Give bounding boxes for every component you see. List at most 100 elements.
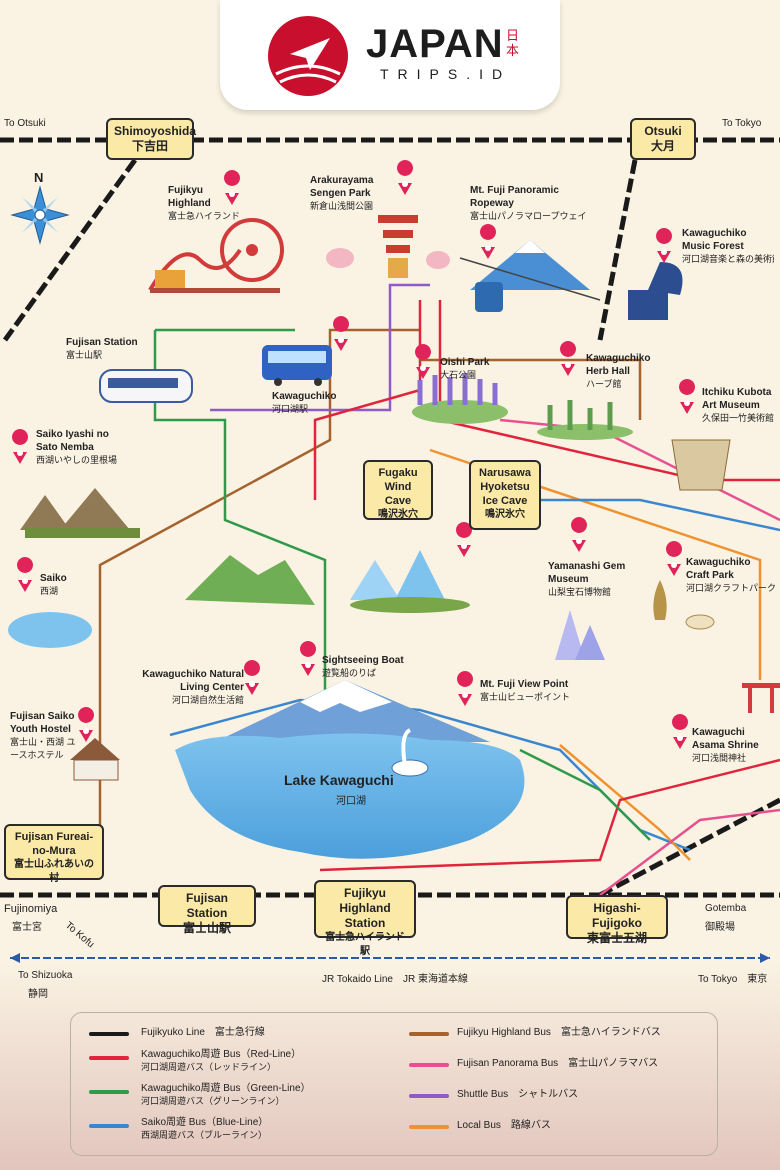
place-sightseeing-boat[interactable]: Sightseeing Boat 遊覧船のりば [322, 654, 422, 680]
brand-logo[interactable]: JAPAN 日本 TRIPS.ID [220, 0, 560, 110]
legend-swatch-red-line [89, 1056, 129, 1060]
place-saiko[interactable]: Saiko 西湖 [40, 572, 90, 598]
station-fugaku-en: Fugaku Wind Cave [378, 467, 418, 507]
lavender-field-illustration [412, 373, 508, 424]
swan-boat-icon [391, 728, 429, 777]
legend: Fujikyuko Line 富士急行線 Kawaguchiko周遊 Bus（R… [70, 1012, 718, 1156]
place-oishi-park[interactable]: Oishi Park 大石公園 [440, 356, 500, 382]
legend-panorama-en: Fujisan Panorama Bus [457, 1058, 559, 1069]
place-panoramic-ropeway[interactable]: Mt. Fuji Panoramic Ropeway 富士山パノラマロープウェイ [470, 184, 590, 223]
station-higashi-fujigoko[interactable]: Higashi-Fujigoko 東富士五湖 [566, 895, 668, 945]
station-shimoyoshida[interactable]: Shimoyoshida 下吉田 [106, 118, 197, 160]
to-tokyo-top-label: To Tokyo [722, 118, 762, 129]
pagoda-illustration [326, 215, 450, 278]
place-music-forest-jp: 河口湖音楽と森の美術館 [682, 254, 774, 264]
brand-subtitle: TRIPS.ID [380, 66, 512, 82]
place-arakurayama[interactable]: Arakurayama Sengen Park 新倉山浅間公園 [310, 174, 398, 213]
station-narusawa-ice-cave[interactable]: Narusawa Hyoketsu Ice Cave 鳴沢氷穴 [469, 460, 541, 530]
place-kawaguchiko[interactable]: Kawaguchiko 河口湖駅 [272, 390, 352, 416]
place-youth-hostel-jp: 富士山・西湖 ユースホステル [10, 737, 76, 760]
station-highland-jp: 富士急ハイランド駅 [325, 932, 405, 957]
legend-fujikyuko-jp: 富士急行線 [214, 1027, 265, 1038]
place-sightseeing-boat-en: Sightseeing Boat [322, 655, 404, 666]
place-natural-living-center[interactable]: Kawaguchiko Natural Living Center 河口湖自然生… [138, 668, 244, 707]
gramophone-illustration [628, 262, 683, 320]
station-fugaku-wind-cave[interactable]: Fugaku Wind Cave 鳴沢氷穴 [363, 460, 433, 520]
station-fureai-no-mura[interactable]: Fujisan Fureai-no-Mura 富士山ふれあいの村 [4, 824, 104, 884]
place-kawaguchiko-en: Kawaguchiko [272, 391, 337, 402]
place-itchiku-en: Itchiku Kubota Art Museum [702, 387, 772, 411]
lake-kawaguchi-title: Lake Kawaguchi [284, 772, 394, 788]
place-craft-park[interactable]: Kawaguchiko Craft Park 河口湖クラフトパーク [686, 556, 776, 595]
to-tokyo-bottom-label: To Tokyo 東京 [698, 974, 768, 985]
place-music-forest[interactable]: Kawaguchiko Music Forest 河口湖音楽と森の美術館 [682, 227, 774, 266]
bottom-band [0, 960, 780, 1170]
place-sightseeing-boat-jp: 遊覧船のりば [322, 668, 377, 678]
legend-swatch-local-bus [409, 1125, 449, 1129]
place-saiko-jp: 西湖 [40, 586, 59, 596]
legend-item-fujikyuko: Fujikyuko Line 富士急行線 [141, 1027, 265, 1039]
place-oishi-en: Oishi Park [440, 357, 490, 368]
place-view-point[interactable]: Mt. Fuji View Point 富士山ビューポイント [480, 678, 570, 704]
place-asama-shrine-jp: 河口浅間神社 [692, 753, 747, 763]
mount-fuji-illustration [215, 680, 490, 742]
youth-hostel-illustration [70, 738, 120, 781]
legend-highland-en: Fujikyu Highland Bus [457, 1027, 551, 1038]
legend-swatch-panorama-bus [409, 1063, 449, 1067]
place-asama-shrine[interactable]: Kawaguchi Asama Shrine 河口浅間神社 [692, 726, 772, 765]
compass-icon [10, 185, 70, 245]
place-youth-hostel[interactable]: Fujisan Saiko Youth Hostel 富士山・西湖 ユースホステ… [10, 710, 76, 762]
place-arakurayama-jp: 新倉山浅間公園 [310, 201, 374, 211]
place-saiko-iyashi[interactable]: Saiko Iyashi no Sato Nemba 西湖いやしの里根場 [36, 428, 122, 467]
place-yamanashi-gem[interactable]: Yamanashi Gem Museum 山梨宝石博物館 [548, 560, 628, 599]
place-fujikyu-highland-jp: 富士急ハイランド [168, 211, 240, 221]
station-fujikyu-highland[interactable]: Fujikyu Highland Station 富士急ハイランド駅 [314, 880, 416, 957]
station-fujisan-en: Fujisan Station [185, 891, 228, 920]
legend-green-en: Kawaguchiko周遊 Bus（Green-Line） [141, 1083, 311, 1094]
place-fujisan-station[interactable]: Fujisan Station 富士山駅 [66, 336, 156, 362]
herb-garden-illustration [537, 400, 633, 440]
bus-illustration [262, 345, 332, 386]
station-fureai-en: Fujisan Fureai-no-Mura [14, 831, 94, 857]
legend-highland-jp: 富士急ハイランドバス [560, 1027, 661, 1038]
place-arakurayama-en: Arakurayama Sengen Park [310, 175, 374, 199]
brand-name: JAPAN [366, 22, 504, 66]
station-narusawa-en: Narusawa Hyoketsu Ice Cave [479, 467, 531, 507]
station-fujisan[interactable]: Fujisan Station 富士山駅 [158, 885, 256, 935]
place-fujikyu-highland-en: Fujikyu Highland [168, 185, 211, 209]
to-shizuoka-jp-label: 静岡 [28, 989, 48, 1000]
place-view-point-jp: 富士山ビューポイント [480, 692, 571, 702]
lake-kawaguchi [175, 733, 525, 859]
legend-shuttle-jp: シャトルバス [518, 1089, 579, 1100]
to-shizuoka-label: To Shizuoka [18, 970, 73, 981]
station-shimoyoshida-en: Shimoyoshida [114, 124, 197, 138]
torii-illustration [742, 683, 780, 713]
legend-swatch-green-line [89, 1090, 129, 1094]
place-asama-shrine-en: Kawaguchi Asama Shrine [692, 727, 759, 751]
place-saiko-iyashi-en: Saiko Iyashi no Sato Nemba [36, 429, 109, 453]
place-fujikyu-highland[interactable]: Fujikyu Highland 富士急ハイランド [168, 184, 240, 223]
station-otsuki[interactable]: Otsuki 大月 [630, 118, 696, 160]
gem-illustration [555, 610, 605, 660]
legend-local-jp: 路線バス [510, 1120, 551, 1131]
legend-blue-en: Saiko周遊 Bus（Blue-Line） [141, 1117, 269, 1128]
place-natural-living-jp: 河口湖自然生活館 [171, 695, 244, 705]
craft-pottery-illustration [653, 580, 715, 630]
station-narusawa-jp: 鳴沢氷穴 [485, 509, 525, 520]
legend-item-blue-line: Saiko周遊 Bus（Blue-Line） 西湖周遊バス（ブルーライン） [141, 1117, 268, 1142]
place-music-forest-en: Kawaguchiko Music Forest [682, 228, 747, 252]
legend-red-jp: 河口湖周遊バス（レッドライン） [141, 1062, 277, 1072]
station-otsuki-en: Otsuki [644, 124, 682, 138]
place-herb-hall-en: Kawaguchiko Herb Hall [586, 353, 651, 377]
place-herb-hall[interactable]: Kawaguchiko Herb Hall ハーブ館 [586, 352, 656, 391]
brand-kanji: 日本 [506, 28, 520, 58]
legend-item-shuttle-bus: Shuttle Bus シャトルバス [457, 1089, 578, 1101]
ice-cave-illustration [350, 550, 470, 613]
place-craft-park-jp: 河口湖クラフトパーク [686, 583, 777, 593]
place-yamanashi-gem-jp: 山梨宝石博物館 [548, 587, 612, 597]
legend-blue-jp: 西湖周遊バス（ブルーライン） [141, 1130, 268, 1140]
legend-item-green-line: Kawaguchiko周遊 Bus（Green-Line）河口湖周遊バス（グリー… [141, 1083, 311, 1108]
place-itchiku-kubota[interactable]: Itchiku Kubota Art Museum 久保田一竹美術館 [702, 386, 780, 425]
